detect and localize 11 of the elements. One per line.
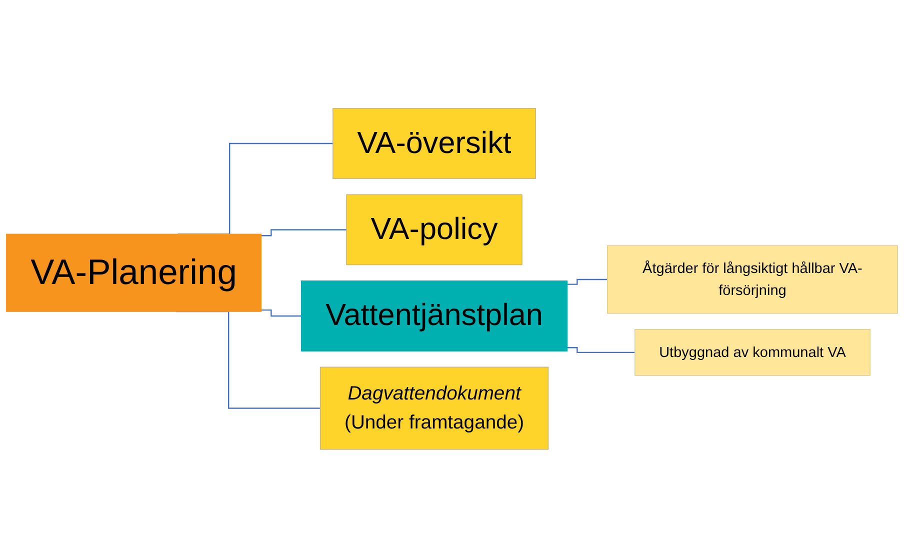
- node-box: VA-policy: [346, 194, 522, 265]
- connector: [567, 346, 635, 353]
- connector: [261, 309, 302, 316]
- node-box: Vattentjänstplan: [301, 280, 568, 352]
- node-box: Utbyggnad av kommunalt VA: [634, 328, 870, 376]
- connector: [261, 228, 347, 236]
- node-box: Åtgärder för långsiktigt hållbar VA-försörjning: [607, 244, 898, 314]
- node-box: VA-översikt: [332, 108, 536, 179]
- connector: [567, 278, 608, 284]
- node-box: VA-Planering: [6, 233, 262, 312]
- node-box: Dagvattendokument (Under framtagande): [320, 366, 549, 450]
